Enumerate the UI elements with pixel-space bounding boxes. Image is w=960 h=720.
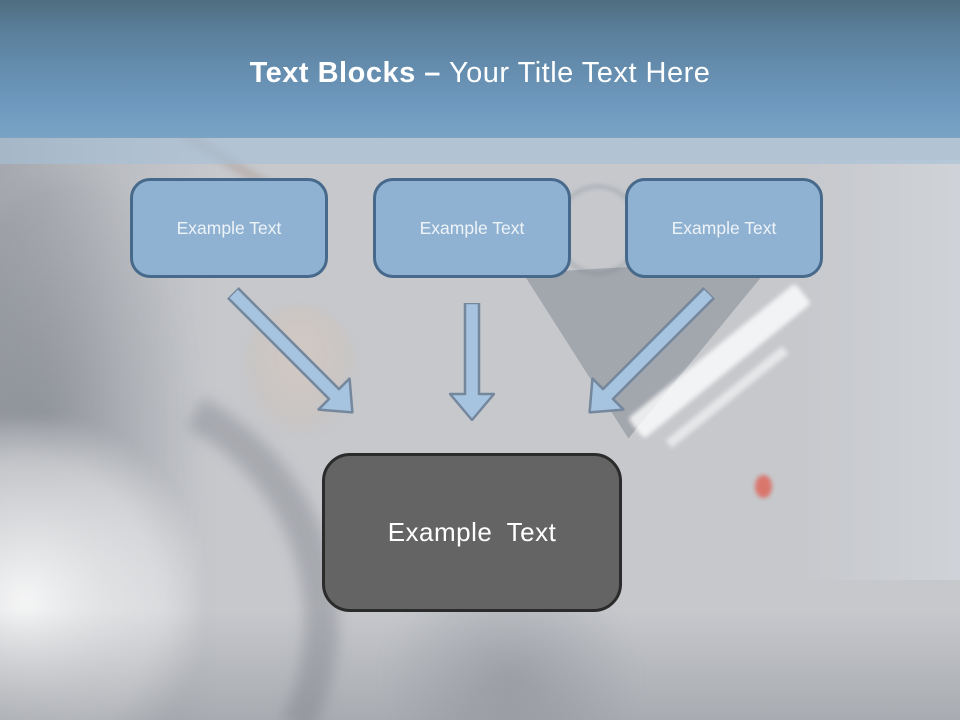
source-box-2: Example Text [373, 178, 571, 278]
source-box-3-label: Example Text [671, 217, 777, 238]
header-translucent-band [0, 138, 960, 164]
header-band: Text Blocks – Your Title Text Here [0, 0, 960, 138]
source-box-1: Example Text [130, 178, 328, 278]
background-wheel-glow [0, 420, 200, 720]
target-box: Example Text [322, 453, 622, 612]
source-box-1-label: Example Text [176, 217, 282, 238]
background-red-detail [755, 475, 772, 498]
background-bottom-shade [0, 610, 960, 720]
background-right-light [800, 160, 960, 580]
arrow-down-left-icon [573, 277, 726, 430]
source-box-2-label: Example Text [419, 217, 525, 238]
slide-title-regular: Your Title Text Here [440, 56, 711, 89]
source-box-3: Example Text [625, 178, 823, 278]
arrow-down-icon [449, 303, 495, 421]
target-box-label: Example Text [387, 517, 557, 547]
arrow-down-right-icon [217, 277, 370, 430]
slide-title: Text Blocks – Your Title Text Here [250, 49, 711, 90]
slide-title-bold: Text Blocks – [249, 56, 441, 89]
